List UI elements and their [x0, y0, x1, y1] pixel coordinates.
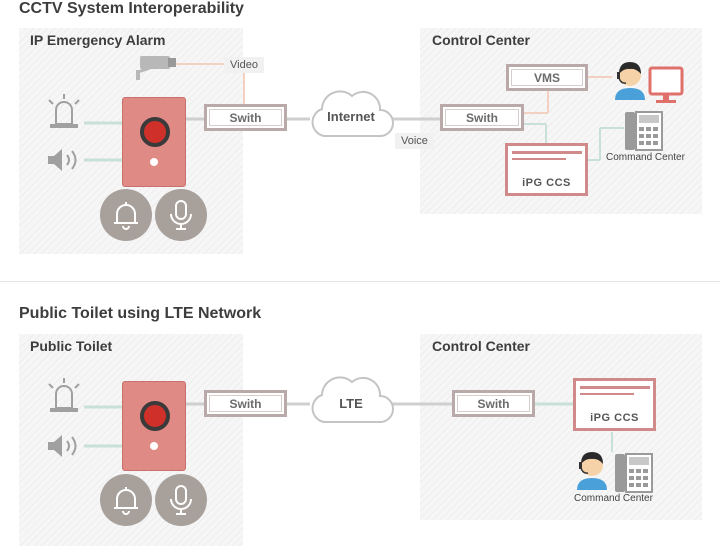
alarm-device-icon-2[interactable] — [122, 381, 186, 471]
control-center-title-2: Control Center — [432, 338, 530, 354]
cctv-camera-icon — [136, 56, 176, 80]
command-center-label: Command Center — [606, 152, 685, 163]
vms-label: VMS — [533, 70, 560, 85]
cloud-icon-2 — [311, 376, 394, 423]
public-toilet-title: Public Toilet — [30, 338, 113, 354]
microphone-icon-2 — [155, 474, 207, 526]
switch-right-2[interactable]: Swith — [452, 390, 535, 417]
switch-right-label-2: Swith — [477, 396, 510, 411]
cloud-label-2: LTE — [339, 396, 363, 411]
emergency-alarm-title: IP Emergency Alarm — [30, 32, 166, 48]
section2-links — [84, 402, 613, 452]
switch-left-2[interactable]: Swith — [204, 390, 287, 417]
ip-phone-icon — [625, 111, 663, 151]
control-center-panel-2 — [420, 334, 702, 520]
switch-left[interactable]: Swith — [204, 104, 287, 131]
alarm-device-icon[interactable] — [122, 97, 186, 187]
voice-label: Voice — [395, 133, 434, 149]
siren-icon — [48, 94, 80, 128]
section2-title: Public Toilet using LTE Network — [19, 305, 262, 322]
microphone-icon — [155, 189, 207, 241]
switch-left-label-2: Swith — [229, 396, 262, 411]
cloud-icon — [311, 90, 394, 137]
siren-icon-2 — [48, 378, 80, 412]
control-center-title: Control Center — [432, 32, 530, 48]
ccs-server[interactable]: iPG CCS — [505, 143, 588, 196]
section1-links — [84, 63, 624, 162]
monitor-icon — [648, 66, 684, 103]
command-center-label-2: Command Center — [574, 493, 653, 504]
bell-icon-2 — [100, 474, 152, 526]
section1-title: CCTV System Interoperability — [19, 0, 244, 17]
cloud-label: Internet — [327, 109, 375, 124]
operator-icon-2 — [577, 452, 607, 490]
alarm-led-2 — [150, 442, 158, 450]
ccs-label: iPG CCS — [522, 177, 571, 189]
ccs-label-2: iPG CCS — [590, 412, 639, 424]
section-divider — [0, 281, 720, 282]
switch-left-label: Swith — [229, 110, 262, 125]
switch-right-label: Swith — [466, 110, 498, 125]
speaker-icon — [48, 149, 77, 171]
bell-icon — [100, 189, 152, 241]
ip-phone-icon-2 — [615, 453, 653, 493]
alarm-button[interactable] — [140, 117, 170, 147]
alarm-button-2[interactable] — [140, 401, 170, 431]
video-label: Video — [224, 57, 264, 73]
operator-icon — [615, 62, 645, 100]
alarm-led — [150, 158, 158, 166]
vms-box[interactable]: VMS — [506, 64, 588, 91]
ccs-server-2[interactable]: iPG CCS — [573, 378, 656, 431]
speaker-icon-2 — [48, 435, 77, 457]
switch-right[interactable]: Swith — [440, 104, 524, 131]
